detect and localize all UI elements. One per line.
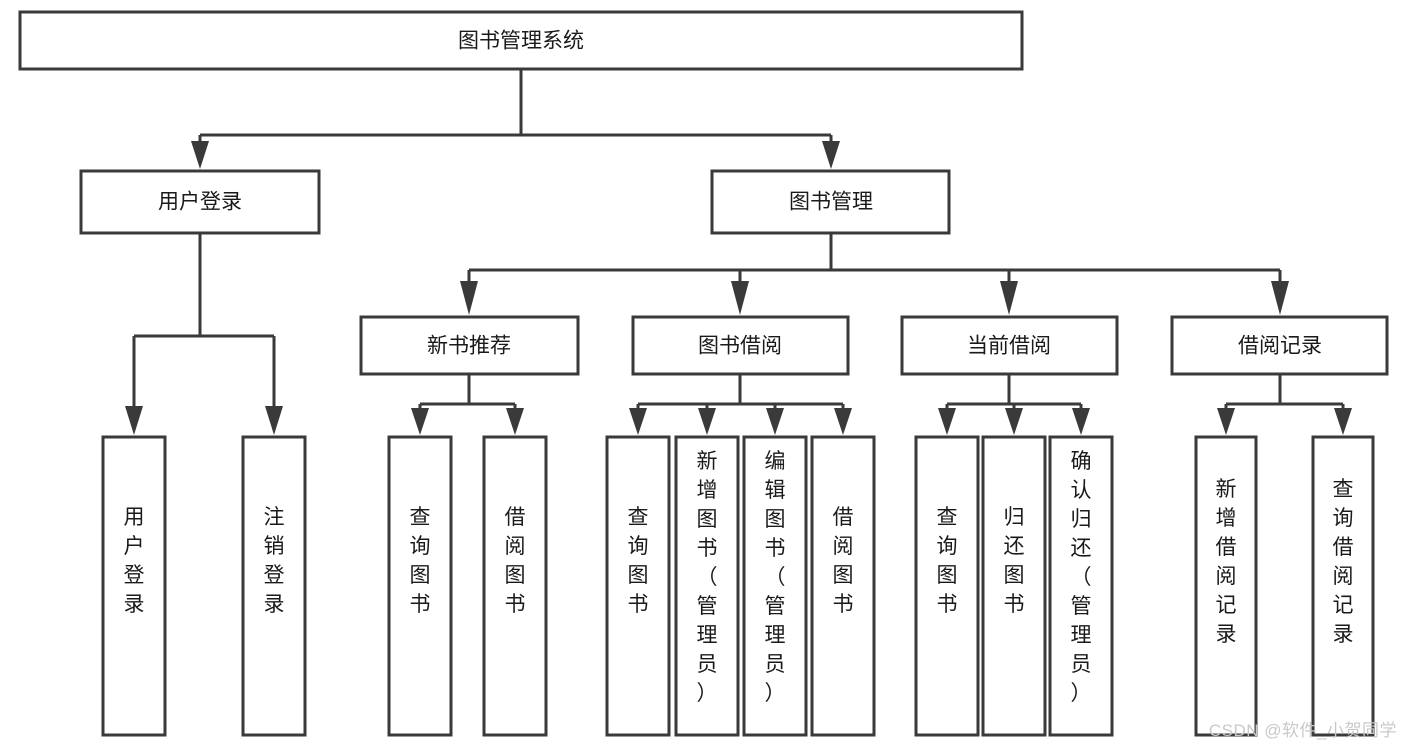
arrow-head-leaf-edit-book xyxy=(766,408,784,435)
node-leaf-add-book-label: 新增图书（管理员） xyxy=(697,450,718,705)
node-new-book-recommend-box[interactable] xyxy=(359,315,580,376)
node-book-manage-box[interactable] xyxy=(710,169,951,235)
connector-layer xyxy=(125,69,1352,435)
node-root-box[interactable] xyxy=(18,10,1024,71)
node-leaf-query-book-2-label: 查询图书 xyxy=(628,506,649,616)
node-leaf-add-book-box[interactable] xyxy=(674,435,740,737)
node-book-borrow-label: 图书借阅 xyxy=(698,335,782,358)
node-current-borrow[interactable]: 当前借阅 xyxy=(900,315,1119,376)
node-user-login-label: 用户登录 xyxy=(158,191,242,214)
arrow-head-leaf-query-book-2 xyxy=(629,408,647,435)
node-leaf-query-book-2[interactable]: 查询图书 xyxy=(605,435,671,737)
node-leaf-borrow-book-2-label: 借阅图书 xyxy=(833,506,854,616)
arrow-head-leaf-add-record xyxy=(1217,408,1235,435)
arrow-head-leaf-query-record xyxy=(1334,408,1352,435)
arrow-head-current-borrow xyxy=(1000,281,1018,315)
node-current-borrow-label: 当前借阅 xyxy=(967,335,1051,358)
node-user-login[interactable]: 用户登录 xyxy=(79,169,321,235)
node-leaf-confirm-return[interactable]: 确认归还（管理员） xyxy=(1048,435,1114,737)
node-root-label: 图书管理系统 xyxy=(458,30,584,53)
node-new-book-recommend-label: 新书推荐 xyxy=(427,335,511,358)
node-book-manage-label: 图书管理 xyxy=(789,191,873,214)
node-leaf-query-book-3[interactable]: 查询图书 xyxy=(914,435,980,737)
node-leaf-borrow-book-1[interactable]: 借阅图书 xyxy=(482,435,548,737)
node-borrow-record-label: 借阅记录 xyxy=(1238,335,1322,358)
node-leaf-add-record-label: 新增借阅记录 xyxy=(1216,478,1237,646)
node-book-manage[interactable]: 图书管理 xyxy=(710,169,951,235)
arrow-head-leaf-logout xyxy=(265,406,283,435)
node-leaf-query-book-1-box[interactable] xyxy=(387,435,453,737)
node-new-book-recommend[interactable]: 新书推荐 xyxy=(359,315,580,376)
node-book-borrow-box[interactable] xyxy=(631,315,850,376)
node-leaf-logout-box[interactable] xyxy=(241,435,307,737)
arrow-head-book-manage xyxy=(822,141,840,169)
node-leaf-return-book-label: 归还图书 xyxy=(1004,506,1025,616)
arrow-head-leaf-borrow-book-2 xyxy=(834,408,852,435)
node-leaf-query-book-3-box[interactable] xyxy=(914,435,980,737)
node-layer: 图书管理系统 用户登录 图书管理 新书推荐 图书借阅 当前 xyxy=(18,10,1389,737)
arrow-head-leaf-query-book-3 xyxy=(938,408,956,435)
node-book-borrow[interactable]: 图书借阅 xyxy=(631,315,850,376)
node-leaf-edit-book[interactable]: 编辑图书（管理员） xyxy=(742,435,808,737)
node-leaf-confirm-return-label: 确认归还（管理员） xyxy=(1071,450,1092,705)
node-leaf-query-book-2-box[interactable] xyxy=(605,435,671,737)
arrow-head-user-login xyxy=(191,141,209,169)
node-leaf-logout[interactable]: 注销登录 xyxy=(241,435,307,737)
node-borrow-record[interactable]: 借阅记录 xyxy=(1170,315,1389,376)
node-leaf-borrow-book-2-box[interactable] xyxy=(810,435,876,737)
arrow-head-borrow-record xyxy=(1271,281,1289,315)
node-leaf-add-book[interactable]: 新增图书（管理员） xyxy=(674,435,740,737)
node-leaf-query-record-box[interactable] xyxy=(1311,435,1375,737)
arrow-head-book-borrow xyxy=(731,281,749,315)
node-leaf-borrow-book-1-label: 借阅图书 xyxy=(505,506,526,616)
node-leaf-logout-label: 注销登录 xyxy=(264,506,285,616)
node-leaf-query-book-1-label: 查询图书 xyxy=(410,506,431,616)
node-borrow-record-box[interactable] xyxy=(1170,315,1389,376)
arrow-head-leaf-return-book xyxy=(1005,408,1023,435)
arrow-head-new-book-recommend xyxy=(460,281,478,315)
node-leaf-return-book-box[interactable] xyxy=(981,435,1047,737)
arrow-head-leaf-query-book-1 xyxy=(411,408,429,435)
node-leaf-user-login[interactable]: 用户登录 xyxy=(101,435,167,737)
node-leaf-query-record[interactable]: 查询借阅记录 xyxy=(1311,435,1375,737)
node-user-login-box[interactable] xyxy=(79,169,321,235)
node-current-borrow-box[interactable] xyxy=(900,315,1119,376)
arrow-head-leaf-user-login xyxy=(125,406,143,435)
node-leaf-return-book[interactable]: 归还图书 xyxy=(981,435,1047,737)
node-leaf-borrow-book-1-box[interactable] xyxy=(482,435,548,737)
node-leaf-confirm-return-box[interactable] xyxy=(1048,435,1114,737)
node-leaf-user-login-label: 用户登录 xyxy=(124,506,145,616)
node-leaf-edit-book-box[interactable] xyxy=(742,435,808,737)
node-leaf-query-book-1[interactable]: 查询图书 xyxy=(387,435,453,737)
arrow-head-leaf-add-book xyxy=(698,408,716,435)
node-leaf-add-record-box[interactable] xyxy=(1194,435,1258,737)
node-leaf-add-record[interactable]: 新增借阅记录 xyxy=(1194,435,1258,737)
node-leaf-query-book-3-label: 查询图书 xyxy=(937,506,958,616)
node-leaf-query-record-label: 查询借阅记录 xyxy=(1333,478,1354,646)
node-leaf-borrow-book-2[interactable]: 借阅图书 xyxy=(810,435,876,737)
node-leaf-edit-book-label: 编辑图书（管理员） xyxy=(765,450,786,705)
node-root[interactable]: 图书管理系统 xyxy=(18,10,1024,71)
arrow-head-leaf-borrow-book-1 xyxy=(506,408,524,435)
arrow-head-leaf-confirm-return xyxy=(1072,408,1090,435)
node-leaf-user-login-box[interactable] xyxy=(101,435,167,737)
